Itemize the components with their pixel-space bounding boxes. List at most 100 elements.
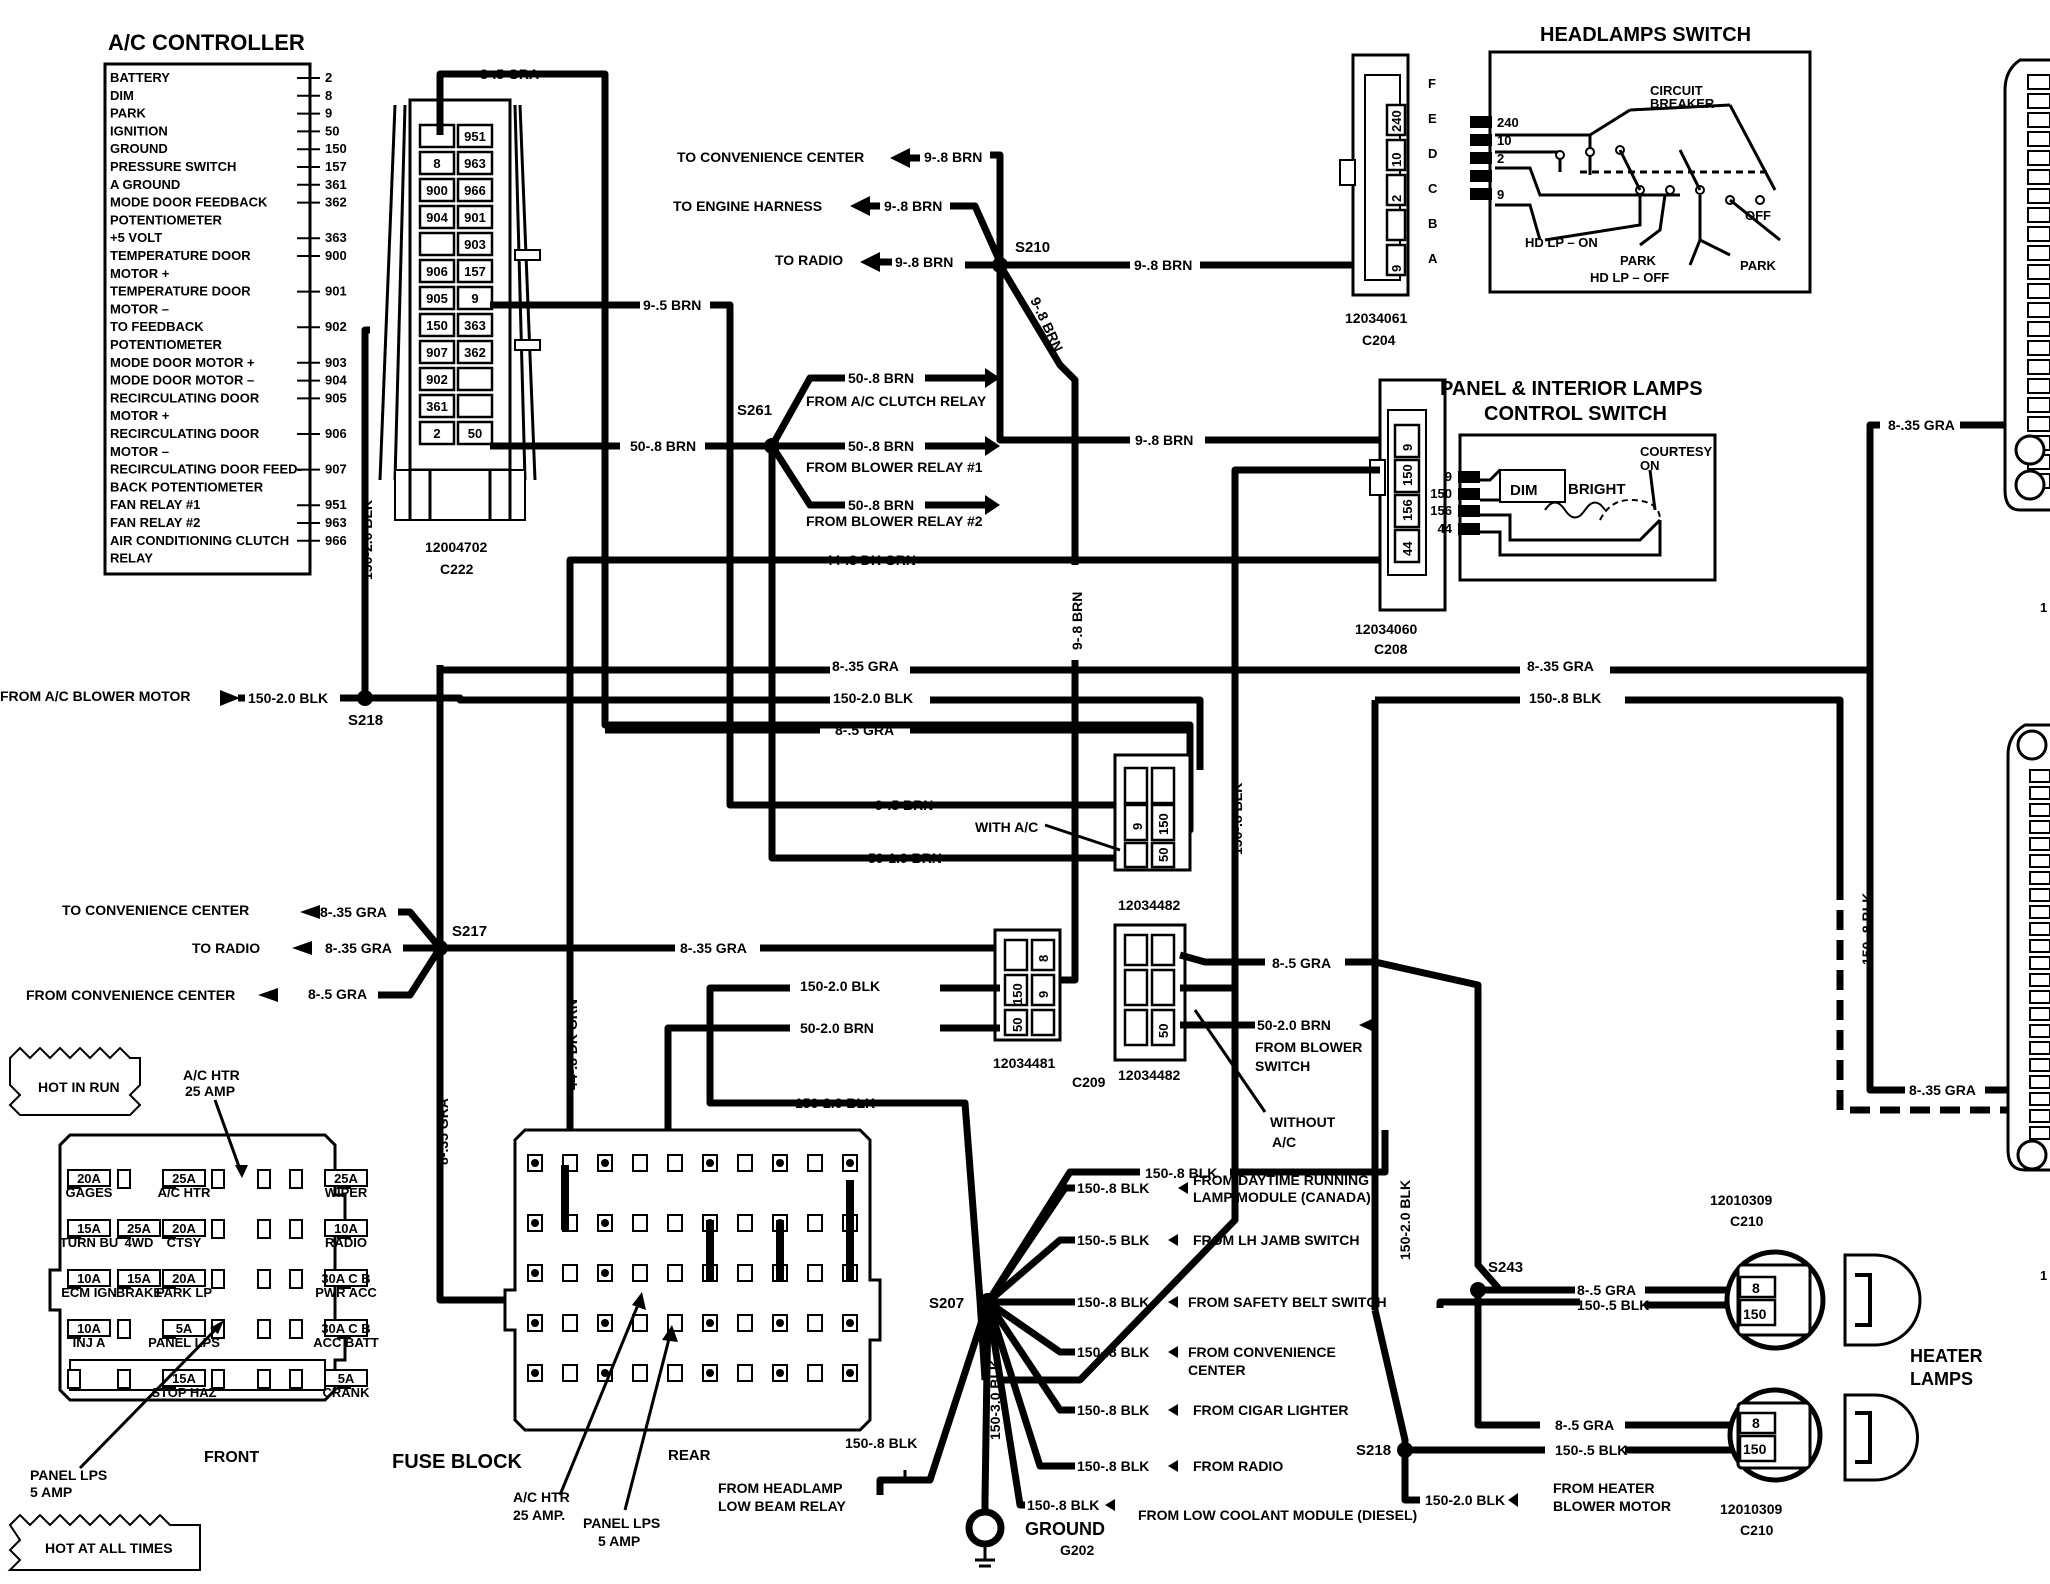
hs-pin: [1470, 116, 1492, 128]
label-from-headlamp-2: LOW BEAM RELAY: [718, 1498, 846, 1514]
label-from-ac-clutch-relay: FROM A/C CLUTCH RELAY: [806, 393, 987, 409]
label-9-8-brn-vert: 9-.8 BRN: [1069, 592, 1085, 650]
label-from-ac-blower-motor: FROM A/C BLOWER MOTOR: [0, 688, 191, 704]
label-150-8-blk-s207-e: 150-.8 BLK: [1077, 1458, 1149, 1474]
label-8-35-gra-d: 8-.35 GRA: [325, 940, 392, 956]
c210-part-b: 12010309: [1720, 1501, 1783, 1517]
c222-cell-label: 902: [426, 372, 448, 387]
ac-pin-label: FAN RELAY #2: [110, 515, 200, 530]
svg-text:8: 8: [1036, 955, 1051, 962]
ac-pin-number: 904: [325, 373, 347, 388]
fuse-slot: [324, 1369, 368, 1387]
c204-pin-label: 2: [1389, 195, 1404, 202]
c222-cell: [456, 204, 494, 230]
pl-pin-label: 44: [1438, 521, 1453, 536]
label-hot-in-run: HOT IN RUN: [38, 1079, 120, 1095]
label-50-2-brn-b: 50-2.0 BRN: [1257, 1017, 1331, 1033]
label-150-2-blk-d: 150-2.0 BLK: [1397, 1180, 1413, 1260]
ac-pin-label: GROUND: [110, 141, 168, 156]
fuse-circuit: BRAKE: [116, 1285, 163, 1300]
svg-text:9: 9: [1130, 823, 1145, 830]
label-8-35-gra-a: 8-.35 GRA: [832, 658, 899, 674]
c204-part: 12034061: [1345, 310, 1408, 326]
ac-pin-label: MODE DOOR FEEDBACK: [110, 195, 268, 210]
c222-cell: [418, 150, 456, 176]
fuse-rating: 20A: [172, 1221, 196, 1236]
fuse-circuit: GAGES: [66, 1185, 113, 1200]
hs-pin: [1470, 134, 1492, 146]
label-s207: S207: [929, 1295, 964, 1312]
label-panel-lps-2: 5 AMP: [30, 1484, 72, 1500]
c222-cell: [456, 312, 494, 338]
fuse-rating: 30A C B: [321, 1321, 370, 1336]
pl-bright: BRIGHT: [1568, 481, 1626, 498]
fuse-rating: 30A C B: [321, 1271, 370, 1286]
label-9-8-brn-b: 9-.8 BRN: [884, 198, 942, 214]
label-150-2-blk-vert: 150-2.0 BLK: [359, 500, 375, 580]
label-to-radio-l: TO RADIO: [192, 940, 260, 956]
ac-pin-label: IGNITION: [110, 123, 168, 138]
label-rear: REAR: [668, 1447, 711, 1464]
label-150-2-blk-a: 150-2.0 BLK: [248, 690, 328, 706]
c222-cell: [418, 258, 456, 284]
fuse-slot: [117, 1219, 161, 1237]
hs-pin-label: 240: [1497, 115, 1519, 130]
edge-mark-2: 1: [2040, 1268, 2047, 1283]
label-150-5-blk-b: 150-.5 BLK: [1555, 1442, 1627, 1458]
ac-pin-number: 900: [325, 248, 347, 263]
label-9-8-brn-d: 9-.8 BRN: [1134, 257, 1192, 273]
label-50-1-brn: 50-1.0 BRN: [868, 850, 942, 866]
label-150-2-blk-b: 150-2.0 BLK: [833, 690, 913, 706]
svg-text:9: 9: [1036, 991, 1051, 998]
c222-name: C222: [440, 561, 474, 577]
label-150-8-blk-s207-b: 150-.8 BLK: [1077, 1294, 1149, 1310]
ac-pin-number: 963: [325, 515, 347, 530]
heater-lamp-a: [1843, 1253, 1922, 1347]
label-panel-lps-b-1: PANEL LPS: [583, 1515, 660, 1531]
fuse-circuit: A/C HTR: [158, 1185, 211, 1200]
c222-cell-label: 900: [426, 183, 448, 198]
panel-lamps-title-2: CONTROL SWITCH: [1484, 403, 1667, 425]
c222-cell: [418, 420, 456, 446]
label-to-conv-center-top: TO CONVENIENCE CENTER: [677, 149, 864, 165]
c204-pin: [1385, 138, 1407, 172]
c222-cell: [418, 393, 456, 419]
fuse-slot: [324, 1219, 368, 1237]
label-c209: C209: [1072, 1074, 1106, 1090]
c204-pin-label: 10: [1389, 153, 1404, 167]
panel-lamps-title-1: PANEL & INTERIOR LAMPS: [1440, 378, 1703, 400]
label-9-8-brn-a: 9-.8 BRN: [924, 149, 982, 165]
pl-pin: [1458, 505, 1480, 517]
ac-pin-number: 157: [325, 159, 347, 174]
fuse-slot: [67, 1319, 111, 1337]
c204-pin: [1385, 243, 1407, 277]
pl-courtesy-2: ON: [1640, 458, 1660, 473]
c222-cell: [456, 150, 494, 176]
ground-ring: [965, 1508, 1005, 1548]
c222-cell-label: 50: [468, 426, 482, 441]
ac-pin-number: 9: [325, 106, 332, 121]
c208-pin-label: 156: [1400, 499, 1415, 521]
c222-cell-label: 363: [464, 318, 486, 333]
svg-text:50: 50: [1156, 848, 1171, 862]
pl-courtesy-1: COURTESY: [1640, 444, 1713, 459]
c204-letter: F: [1428, 76, 1436, 91]
c208-pin: [1393, 458, 1421, 494]
fuse-rating: 20A: [172, 1271, 196, 1286]
hot-at-all-times-badge: HOT AT ALL TIMES: [7, 1513, 201, 1571]
fuse-slot: [324, 1269, 368, 1287]
label-150-8-blk-hl: 150-.8 BLK: [845, 1435, 917, 1451]
ac-pin-label: RECIRCULATING DOOR FEED-: [110, 462, 302, 477]
pl-pin: [1458, 471, 1480, 483]
ac-pin-label: PARK: [110, 106, 146, 121]
ac-pin-label: RECIRCULATING DOOR: [110, 390, 260, 405]
connector-12034482-a: 9 150 50 12034482: [1113, 753, 1192, 913]
ac-pin-label: MOTOR –: [110, 444, 169, 459]
c222-cell: [456, 366, 494, 392]
c222-cell-label: 8: [433, 156, 440, 171]
c222-cell: [418, 285, 456, 311]
